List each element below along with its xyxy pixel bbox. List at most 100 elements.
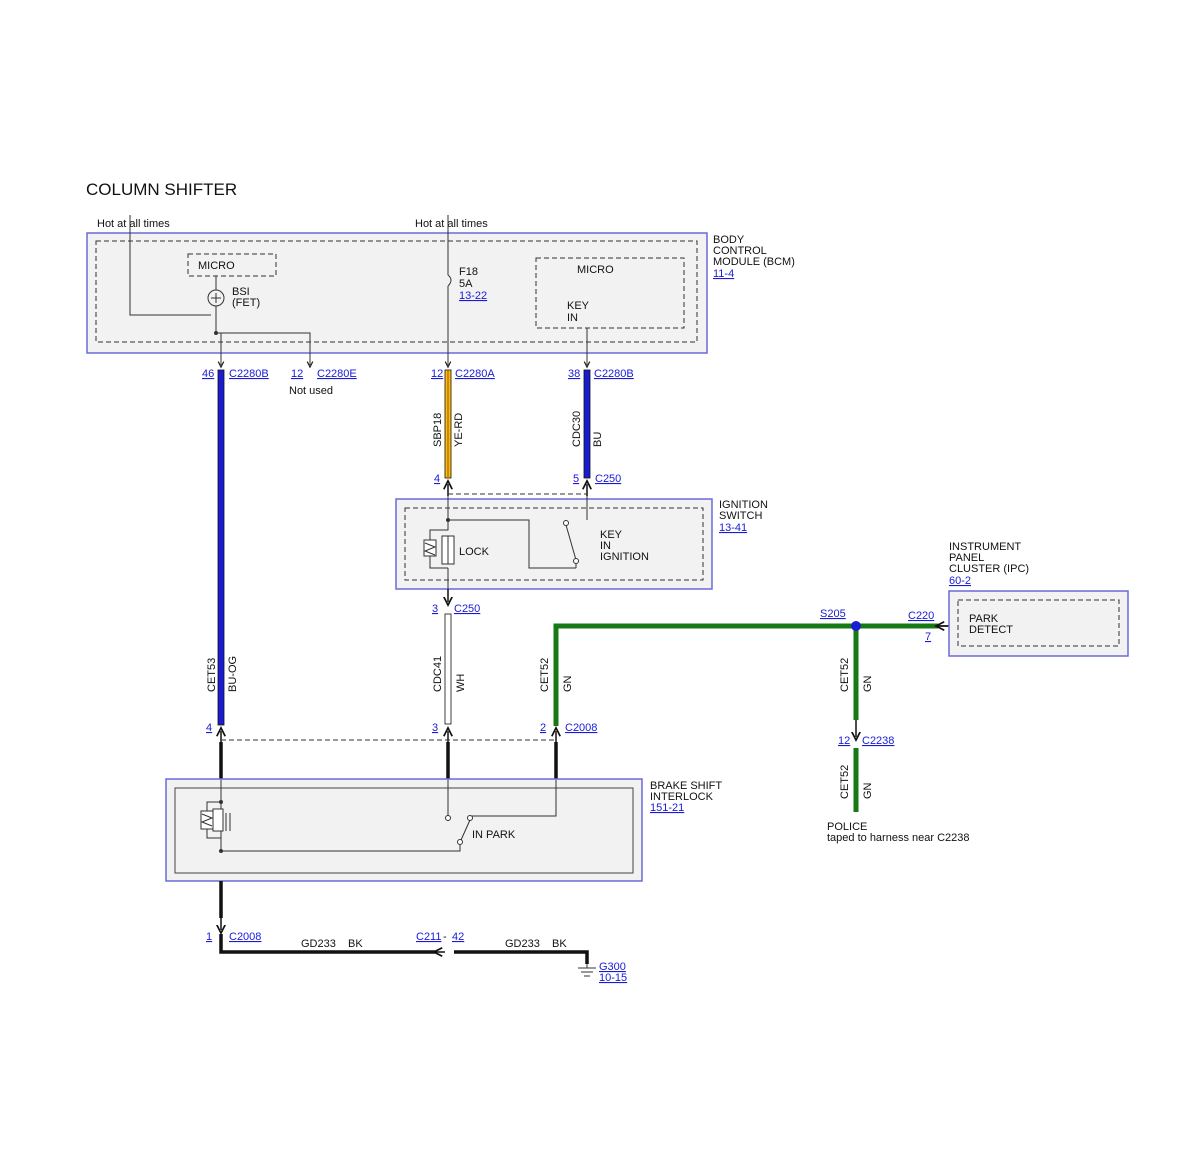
connector-c2280b-right[interactable]: C2280B [594,368,634,380]
ipc-ref-link[interactable]: 60-2 [949,575,971,587]
brake-shift-interlock-module: IN PARK [165,778,643,882]
ign-pin-5[interactable]: 5 [573,473,579,485]
wire-cet52-a-color: GN [562,675,574,692]
ign-name-line1: IGNITION [719,499,768,511]
lock-solenoid-icon [423,539,437,557]
bcm-in-label: IN [567,312,578,324]
connector-c2280e[interactable]: C2280E [317,368,357,380]
wire-gd233-b-circuit: GD233 [505,938,540,950]
wire-sbp18-circuit: SBP18 [432,413,444,447]
fuse-rating: 5A [459,278,473,290]
wire-cet52-b-circuit: CET52 [839,658,851,692]
ipc-module: PARK DETECT [948,590,1129,657]
wire-cet53-circuit: CET53 [206,658,218,692]
connector-c2280b-left[interactable]: C2280B [229,368,269,380]
wire-sbp18-color: YE-RD [453,413,465,447]
bsi-fet-label: (FET) [232,297,260,309]
connector-c2280a[interactable]: C2280A [455,368,495,380]
pin-12-c2280a[interactable]: 12 [431,368,443,380]
police-label: POLICE [827,821,867,833]
bcm-micro-left: MICRO [198,260,235,272]
bcm-key-label: KEY [567,300,590,312]
bsi-label: BSI [232,286,250,298]
c2238-pin[interactable]: 12 [838,735,850,747]
detect-label: DETECT [969,624,1013,636]
ipc-name-line1: INSTRUMENT [949,541,1021,553]
wire-gd233-b [454,950,589,964]
c2238-connector[interactable]: C2238 [862,735,894,747]
bsi-connector-c2008-top[interactable]: C2008 [565,722,597,734]
wire-cdc30-circuit: CDC30 [571,411,583,447]
key-in-switch-icon [565,524,577,561]
ign-name-line2: SWITCH [719,510,762,522]
lock-label: LOCK [459,546,490,558]
ign-key-label: KEY [600,529,623,541]
wire-cet52-c-color: GN [862,782,874,799]
bsi-pin-2[interactable]: 2 [540,722,546,734]
in-park-label: IN PARK [472,829,516,841]
park-label: PARK [969,613,999,625]
wire-gd233-a-circuit: GD233 [301,938,336,950]
bcm-name-line2: CONTROL [713,245,767,257]
hot-label-left: Hot at all times [97,218,170,230]
ign-connector-c250-bottom[interactable]: C250 [454,603,480,615]
brake-ref-link[interactable]: 151-21 [650,802,684,814]
pin-12-c2280e[interactable]: 12 [291,368,303,380]
inline-pin-42[interactable]: 42 [452,931,464,943]
inline-connector-c211[interactable]: C211 [416,931,441,943]
not-used-note: Not used [289,385,333,397]
bottom-connector-c2008[interactable]: C2008 [229,931,261,943]
ign-ignition-label: IGNITION [600,551,649,563]
wire-cet52-a-circuit: CET52 [539,658,551,692]
wire-gd233-a-color: BK [348,938,363,950]
pin-38[interactable]: 38 [568,368,580,380]
hot-label-center: Hot at all times [415,218,488,230]
inline-connector-separator: - [443,931,447,943]
bsi-pin-3[interactable]: 3 [432,722,438,734]
wire-cdc41-color: WH [455,674,467,692]
bcm-ref-link[interactable]: 11-4 [713,268,734,280]
wire-gd233-a [219,934,437,954]
ign-pin-4[interactable]: 4 [434,473,440,485]
ign-connector-c250-top[interactable]: C250 [595,473,621,485]
ipc-name-line3: CLUSTER (IPC) [949,563,1029,575]
bcm-micro-right: MICRO [577,264,614,276]
page-title: COLUMN SHIFTER [86,180,237,199]
police-note: taped to harness near C2238 [827,832,970,844]
fuse-ref-link[interactable]: 13-22 [459,290,487,302]
bsi-pin-4[interactable]: 4 [206,722,212,734]
bcm-module: MICRO MICRO KEY IN BSI (FET) F18 5A 13-2… [86,232,708,354]
ign-in-label: IN [600,540,611,552]
wire-cdc30 [583,369,591,479]
wire-cet52-main [553,623,856,726]
wire-cdc30-color: BU [592,432,604,447]
splice-s205-label[interactable]: S205 [820,608,846,620]
wire-cet52-c-circuit: CET52 [839,765,851,799]
ipc-name-line2: PANEL [949,552,984,564]
bottom-pin-1[interactable]: 1 [206,931,212,943]
fuse-icon [447,274,452,287]
splice-s205-dot [851,621,861,631]
ground-icon [578,964,596,977]
wire-cet52-b-color: GN [862,675,874,692]
ign-ref-link[interactable]: 13-41 [719,522,747,534]
ipc-pin-7[interactable]: 7 [925,631,931,643]
brake-name-line2: INTERLOCK [650,791,714,803]
wire-cdc41-circuit: CDC41 [432,656,444,692]
brake-name-line1: BRAKE SHIFT [650,780,722,792]
bcm-name-line1: BODY [713,234,745,246]
wire-cdc41 [444,613,452,725]
wire-gd233-b-color: BK [552,938,567,950]
bcm-name-line3: MODULE (BCM) [713,256,795,268]
in-park-switch-icon [460,819,471,841]
pin-46[interactable]: 46 [202,368,214,380]
fuse-name: F18 [459,266,478,278]
ground-g300[interactable]: G300 [599,961,626,973]
wire-cet53 [217,369,225,726]
ignition-switch-module: LOCK KEY IN IGNITION [395,496,713,590]
wire-cet53-color: BU-OG [227,656,239,692]
ign-pin-3[interactable]: 3 [432,603,438,615]
ipc-connector-c220[interactable]: C220 [908,610,934,622]
ground-ref-link[interactable]: 10-15 [599,972,627,984]
